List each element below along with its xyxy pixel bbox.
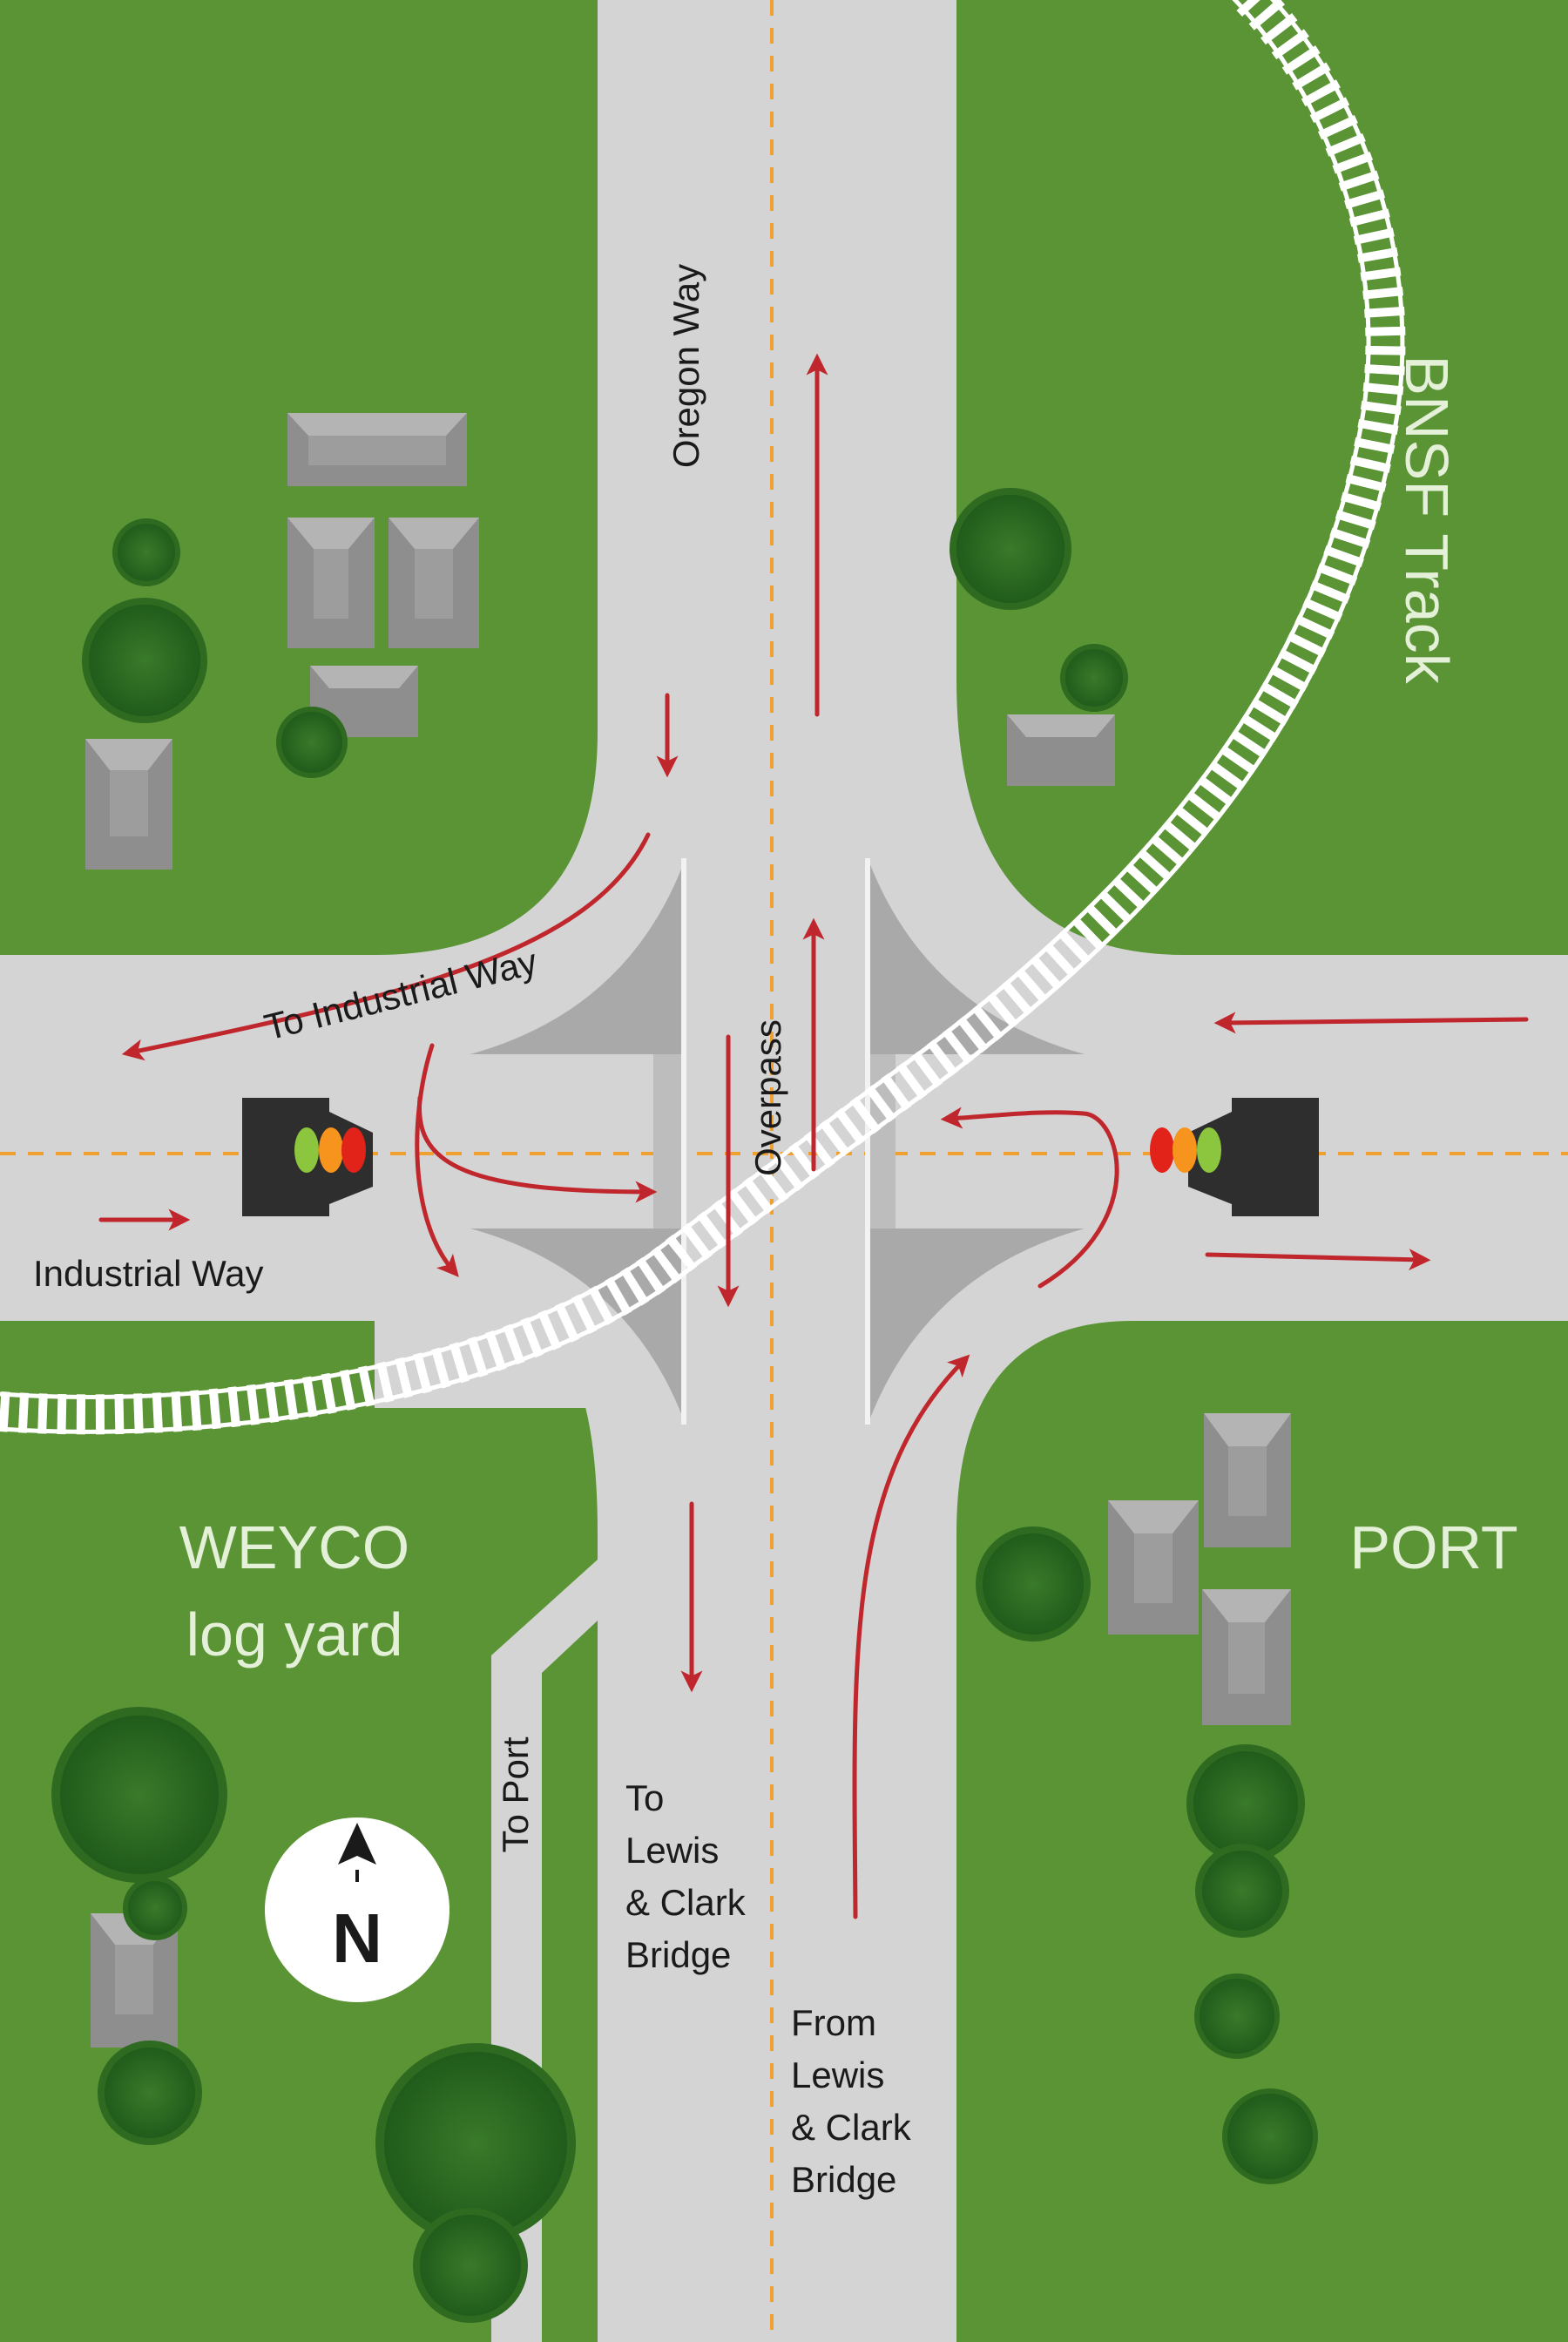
tree [82,598,207,723]
tree [1195,1844,1289,1938]
overpass-label: Overpass [747,1019,788,1176]
port-label: PORT [1349,1513,1517,1581]
signal-lamp [294,1127,319,1173]
road-fillet-nw [375,732,598,955]
tree [1186,1744,1305,1863]
traffic-light-west [242,1098,373,1216]
overpass-ramp-se [869,1229,1085,1420]
log-yard-label: log yard [186,1601,402,1669]
overpass-pier-west [653,1054,684,1229]
building [85,739,172,870]
oregon-way-label: Oregon Way [666,264,706,468]
to-bridge-line: Bridge [625,1934,731,1975]
arrow-east-out [1205,1249,1431,1271]
building [287,518,375,648]
building [287,413,467,486]
arrow-to-industrial [121,832,651,1061]
signal-lamp [319,1127,343,1173]
weyco-label: WEYCO [179,1513,409,1581]
from-bridge-line: & Clark [791,2107,912,2148]
industrial-way-label: Industrial Way [33,1253,264,1294]
tree [413,2208,528,2323]
tree [1060,644,1128,712]
overpass-rail-west [681,858,686,1425]
north-arrow-icon [338,1823,376,1865]
building [1007,714,1115,786]
arrow-east-loop [940,1107,1119,1289]
trees [51,488,1318,2323]
arrow-west-to-overpass [416,1095,658,1203]
traffic-arrows [98,353,1529,1919]
from-bridge-line: Bridge [791,2159,896,2200]
from-bridge-line: From [791,2002,876,2043]
rail-ties [0,0,1406,1435]
overpass-ramp-nw [470,863,684,1054]
road-fillet-se [956,1321,1132,1533]
bnsf-track-label: BNSF Track [1393,355,1461,684]
tree [98,2041,202,2145]
tree [950,488,1071,610]
arrow-west-curve-down [415,1043,459,1277]
road-fillet-ne [956,680,1185,955]
overpass-ramp-ne [869,863,1085,1054]
rail-line-b [0,0,1405,1434]
tree [1222,2088,1318,2184]
building [1204,1413,1291,1547]
to-bridge-line: To [625,1777,664,1818]
signal-lamp [1197,1127,1221,1173]
to-bridge-line: & Clark [625,1882,747,1923]
tree [51,1707,227,1883]
signal-lamp [1150,1127,1174,1173]
tree [123,1876,187,1940]
arrow-east-in [1213,1012,1529,1034]
arrow-from-bridge-curve [852,1354,970,1919]
overpass-rail-east [865,858,870,1425]
building [1108,1500,1199,1635]
tree [276,707,348,778]
building [1202,1589,1291,1725]
north-compass: N [265,1817,449,2002]
building [389,518,479,648]
to-port-label: To Port [495,1736,536,1852]
rail-line-a [0,0,1371,1399]
bnsf-railroad [0,0,1406,1435]
tree [112,518,180,586]
signal-lamp [341,1127,366,1173]
signal-lamp [1173,1127,1197,1173]
from-bridge-line: Lewis [791,2054,884,2095]
tree [976,1526,1091,1641]
to-bridge-line: Lewis [625,1830,719,1871]
compass-letter: N [332,1899,382,1977]
area-labels: WEYCO log yard PORT BNSF Track [179,355,1518,1669]
tree [1194,1973,1280,2059]
traffic-light-east [1150,1098,1319,1216]
